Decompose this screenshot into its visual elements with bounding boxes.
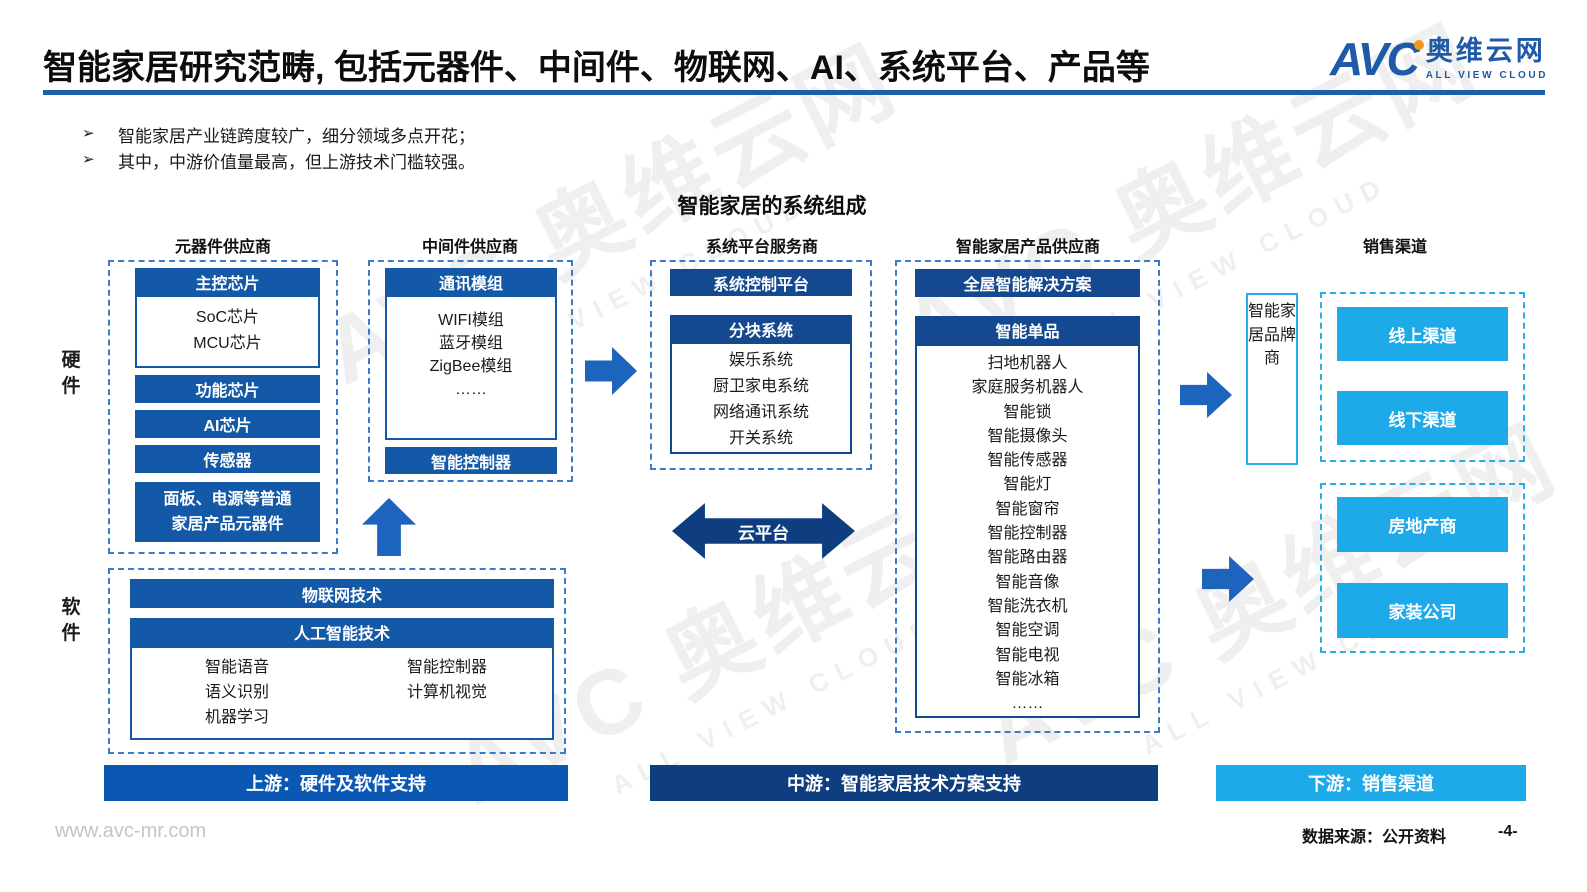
logo-orange-dot-icon xyxy=(1413,40,1424,50)
bullet-marker: ➢ xyxy=(82,151,95,168)
bullet-item: 智能家居产业链跨度较广，细分领域多点开花； xyxy=(118,127,475,146)
footer-page-number: -4- xyxy=(1498,823,1518,840)
comm-module-items: WIFI模组 蓝牙模组 ZigBee模组 …… xyxy=(385,295,557,440)
avc-logo: AVC 奥维云网 ALL VIEW CLOUD xyxy=(1330,36,1548,82)
column-header-middleware: 中间件供应商 xyxy=(421,239,518,256)
logo-tagline: ALL VIEW CLOUD xyxy=(1425,69,1549,81)
middleware-group-box xyxy=(368,260,573,482)
components-group-box xyxy=(108,260,338,554)
column-header-platform: 系统平台服务商 xyxy=(705,239,818,256)
bullet-item: 其中，中游价值量最高，但上游技术门槛较强。 xyxy=(118,153,475,172)
smart-controller-bar: 智能控制器 xyxy=(385,447,557,474)
control-platform-bar: 系统控制平台 xyxy=(670,269,852,296)
page-title: 智能家居研究范畴, 包括元器件、中间件、物联网、AI、系统平台、产品等 xyxy=(43,49,1150,87)
footer-source: 数据来源：公开资料 xyxy=(1302,829,1447,846)
ai-chip-bar: AI芯片 xyxy=(135,410,320,438)
title-underline xyxy=(43,90,1545,95)
brand-box: 智能家居品牌商 xyxy=(1246,293,1298,465)
sensor-bar: 传感器 xyxy=(135,445,320,473)
platform-group-box xyxy=(650,260,872,470)
up-arrow-icon xyxy=(362,498,416,556)
cloud-platform-arrow: 云平台 xyxy=(672,503,855,559)
software-group-box xyxy=(108,568,566,754)
right-arrow-icon xyxy=(1202,556,1254,602)
footer-website: www.avc-mr.com xyxy=(55,820,207,842)
products-group-box xyxy=(895,260,1160,733)
decoration-company-bar: 家装公司 xyxy=(1337,583,1508,638)
diagram-title: 智能家居的系统组成 xyxy=(677,195,867,218)
main-chip-items: SoC芯片 MCU芯片 xyxy=(135,295,320,368)
avc-logo-wordmark: AVC xyxy=(1330,33,1424,85)
software-label: 软件 xyxy=(61,597,81,644)
ai-tech-header: 人工智能技术 xyxy=(130,618,554,646)
avc-logo-text: AVC xyxy=(1330,33,1420,85)
subsystems-items: 娱乐系统 厨卫家电系统 网络通讯系统 开关系统 xyxy=(670,342,852,454)
column-header-channels: 销售渠道 xyxy=(1362,239,1427,256)
upstream-bar: 上游：硬件及软件支持 xyxy=(104,765,568,801)
ai-tech-right-items: 智能控制器 计算机视觉 xyxy=(406,659,487,701)
subsystems-header: 分块系统 xyxy=(670,315,852,342)
midstream-bar: 中游：智能家居技术方案支持 xyxy=(650,765,1158,801)
comm-module-header: 通讯模组 xyxy=(385,268,557,295)
main-chip-header: 主控芯片 xyxy=(135,268,320,295)
channels-group-box-1 xyxy=(1320,292,1525,462)
column-header-products: 智能家居产品供应商 xyxy=(955,239,1100,256)
iot-tech-bar: 物联网技术 xyxy=(130,579,554,608)
downstream-bar: 下游：销售渠道 xyxy=(1216,765,1526,801)
hardware-label: 硬件 xyxy=(61,350,81,397)
channels-group-box-2 xyxy=(1320,483,1525,653)
real-estate-bar: 房地产商 xyxy=(1337,497,1508,552)
function-chip-bar: 功能芯片 xyxy=(135,375,320,403)
single-products-header: 智能单品 xyxy=(915,316,1140,344)
whole-house-bar: 全屋智能解决方案 xyxy=(915,269,1140,297)
offline-channel-bar: 线下渠道 xyxy=(1337,391,1508,445)
bullet-marker: ➢ xyxy=(82,125,95,142)
right-arrow-icon xyxy=(1180,372,1232,418)
ai-tech-left-items: 智能语音 语义识别 机器学习 xyxy=(204,659,269,726)
column-header-components: 元器件供应商 xyxy=(174,239,271,256)
cloud-platform-label: 云平台 xyxy=(738,523,789,543)
panel-components-bar: 面板、电源等普通 家居产品元器件 xyxy=(135,482,320,542)
logo-company-name: 奥维云网 xyxy=(1425,36,1546,67)
right-arrow-icon xyxy=(585,347,637,395)
online-channel-bar: 线上渠道 xyxy=(1337,307,1508,361)
single-products-items: 扫地机器人 家庭服务机器人 智能锁 智能摄像头 智能传感器 智能灯 智能窗帘 智… xyxy=(915,344,1140,718)
ai-tech-body: 智能语音 语义识别 机器学习 智能控制器 计算机视觉 xyxy=(130,646,554,740)
